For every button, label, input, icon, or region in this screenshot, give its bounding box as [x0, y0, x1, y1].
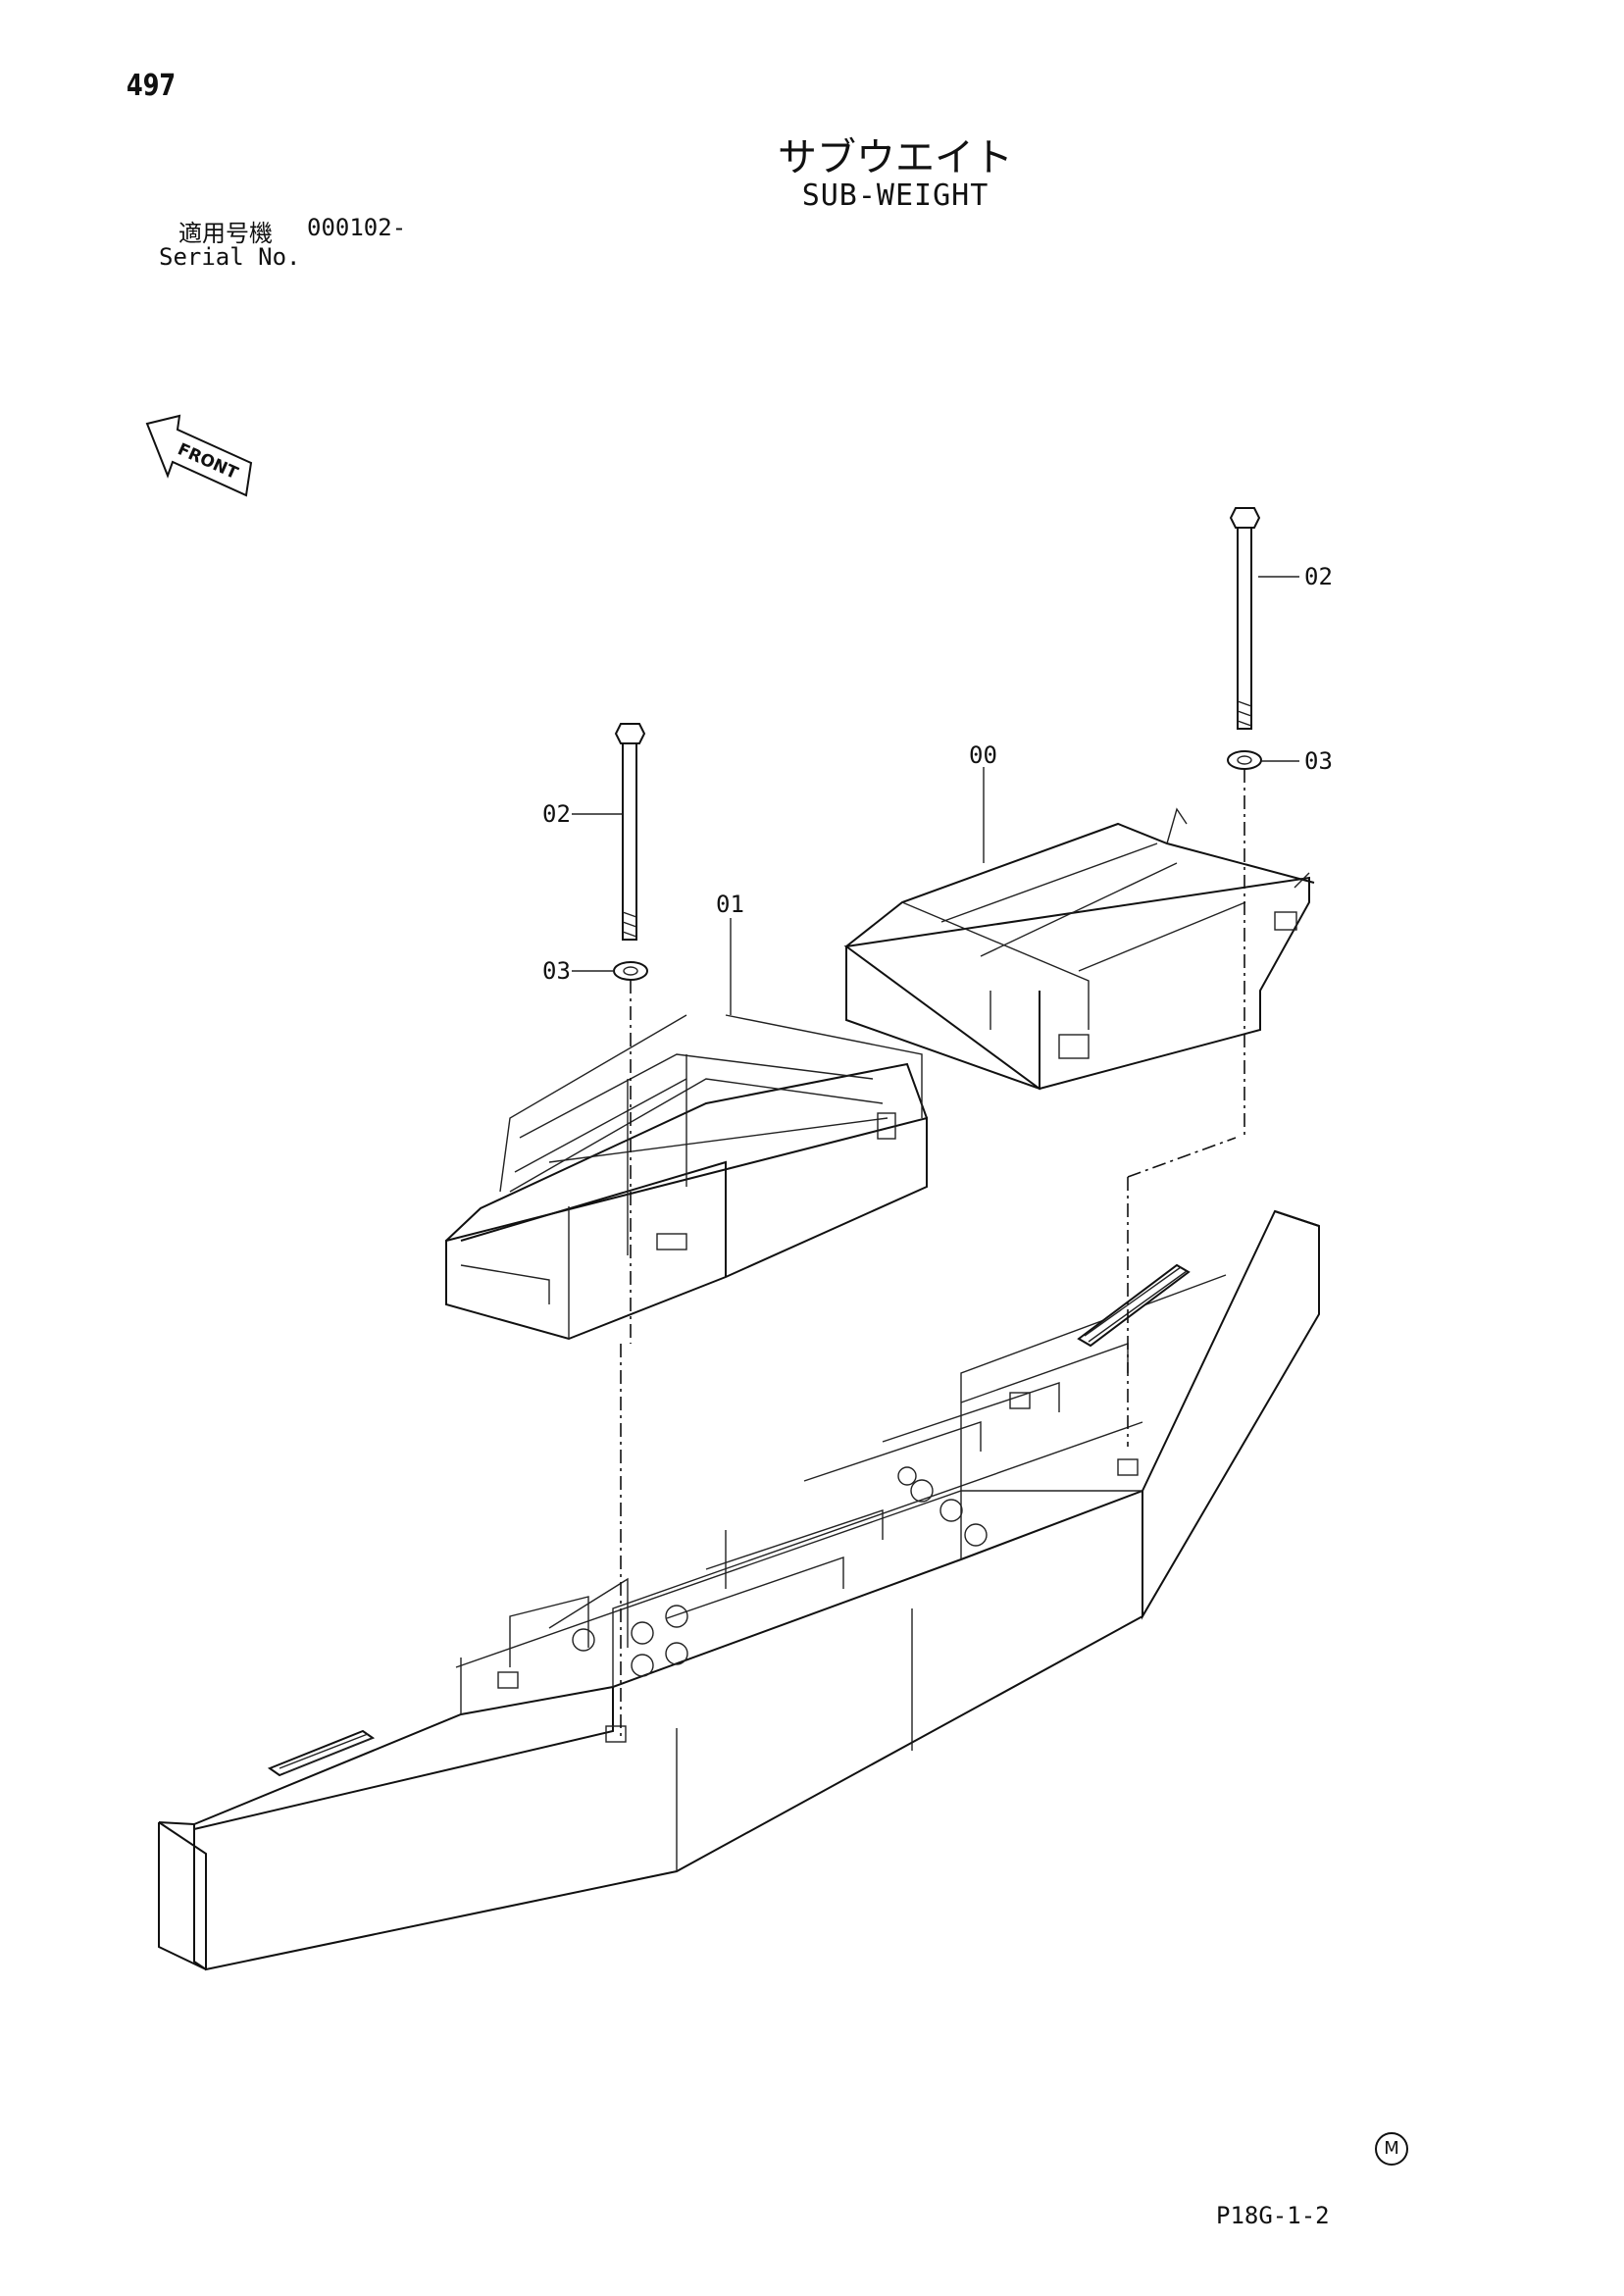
callout-00: 00 — [969, 741, 997, 769]
counterweight-frame — [158, 1209, 1320, 1971]
callout-03-right: 03 — [1304, 747, 1333, 775]
washer-right — [1227, 750, 1262, 770]
footer-mark: M — [1375, 2132, 1408, 2166]
bolt-left — [614, 723, 646, 941]
grate-right — [1077, 1263, 1191, 1348]
page-title-jp: サブウエイト — [778, 135, 1013, 180]
serial-label-en: Serial No. — [159, 243, 301, 271]
sub-weight-01 — [445, 1014, 928, 1341]
assembly-lines — [620, 769, 1245, 1736]
bolt-right — [1229, 507, 1261, 730]
footer-code: P18G-1-2 — [1216, 2202, 1330, 2229]
callout-02-left: 02 — [542, 800, 571, 828]
sub-weight-00 — [843, 807, 1315, 1091]
washer-left — [613, 961, 648, 981]
page-number: 497 — [127, 69, 177, 103]
serial-value: 000102- — [307, 214, 407, 241]
front-arrow-icon: FRONT — [145, 414, 253, 497]
callout-01: 01 — [716, 891, 744, 918]
page-title-en: SUB-WEIGHT — [801, 179, 990, 213]
callouts: 02 03 00 02 03 01 — [542, 563, 1333, 1015]
serial-label-jp: 適用号機 — [178, 220, 273, 247]
callout-03-left: 03 — [542, 957, 571, 985]
grate-left — [267, 1729, 376, 1777]
callout-02-right: 02 — [1304, 563, 1333, 590]
